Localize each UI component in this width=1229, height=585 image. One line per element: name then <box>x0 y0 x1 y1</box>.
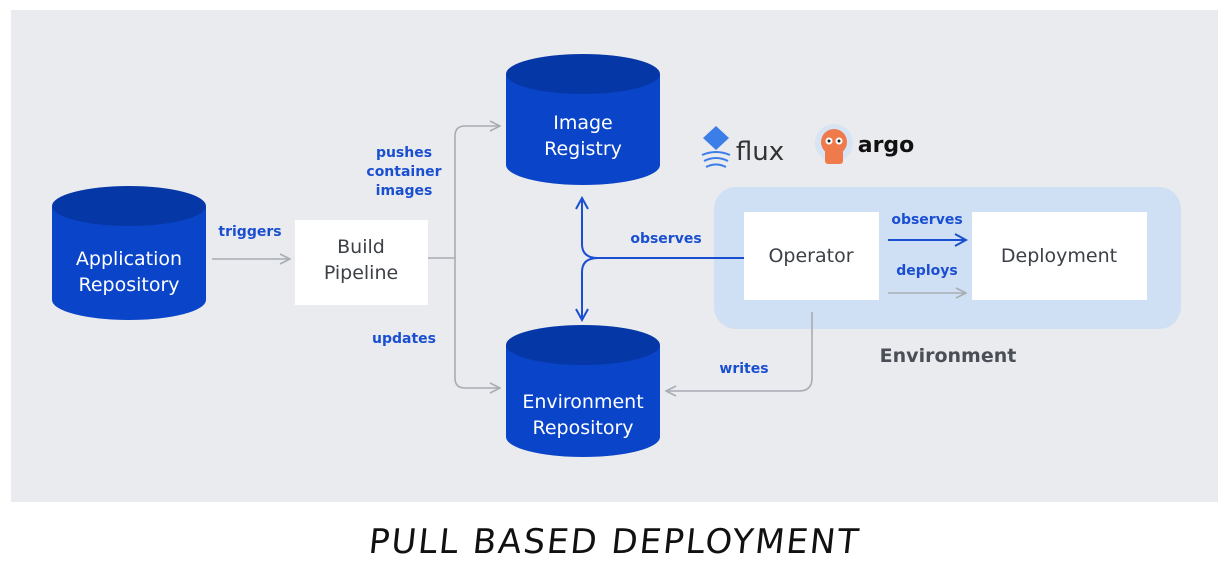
label-observes-deployment: observes <box>891 212 962 228</box>
edge-updates <box>454 258 500 388</box>
edge-pushes-images <box>428 126 500 259</box>
environment-repository-cylinder: Environment Repository <box>506 325 660 457</box>
argo-logo: argo <box>815 124 914 164</box>
diagram-caption: PULL BASED DEPLOYMENT <box>366 522 863 562</box>
flux-icon <box>703 126 729 150</box>
environment-repository-line2: Repository <box>532 417 633 439</box>
application-repository-line1: Application <box>76 248 182 270</box>
argo-wordmark: argo <box>858 133 915 158</box>
operator-box: Operator <box>744 212 879 300</box>
build-pipeline-line2: Pipeline <box>324 262 398 284</box>
label-deploys: deploys <box>896 263 957 279</box>
argo-icon <box>821 129 847 155</box>
label-triggers: triggers <box>218 224 281 240</box>
label-observes-registry: observes <box>630 231 701 247</box>
label-pushes-line3: images <box>376 183 433 199</box>
label-writes: writes <box>719 361 768 377</box>
environment-repository-line1: Environment <box>522 391 643 413</box>
edge-observes-env-repo <box>582 257 599 320</box>
deployment-label: Deployment <box>1001 245 1117 267</box>
image-registry-line2: Registry <box>544 138 622 160</box>
image-registry-line1: Image <box>553 112 613 134</box>
application-repository-cylinder: Application Repository <box>52 186 206 320</box>
label-pushes-line1: pushes <box>376 145 432 161</box>
label-pushes-line2: container <box>366 164 441 180</box>
image-registry-cylinder: Image Registry <box>506 54 660 185</box>
operator-label: Operator <box>768 245 853 267</box>
label-updates: updates <box>372 331 436 347</box>
flux-logo: flux <box>701 126 784 168</box>
build-pipeline-line1: Build <box>337 236 385 258</box>
environment-label: Environment <box>880 345 1017 367</box>
flux-wordmark: flux <box>736 137 784 167</box>
edge-writes <box>666 312 813 391</box>
application-repository-line2: Repository <box>78 274 179 296</box>
build-pipeline-box: Build Pipeline <box>295 220 428 305</box>
deployment-box: Deployment <box>972 212 1147 300</box>
